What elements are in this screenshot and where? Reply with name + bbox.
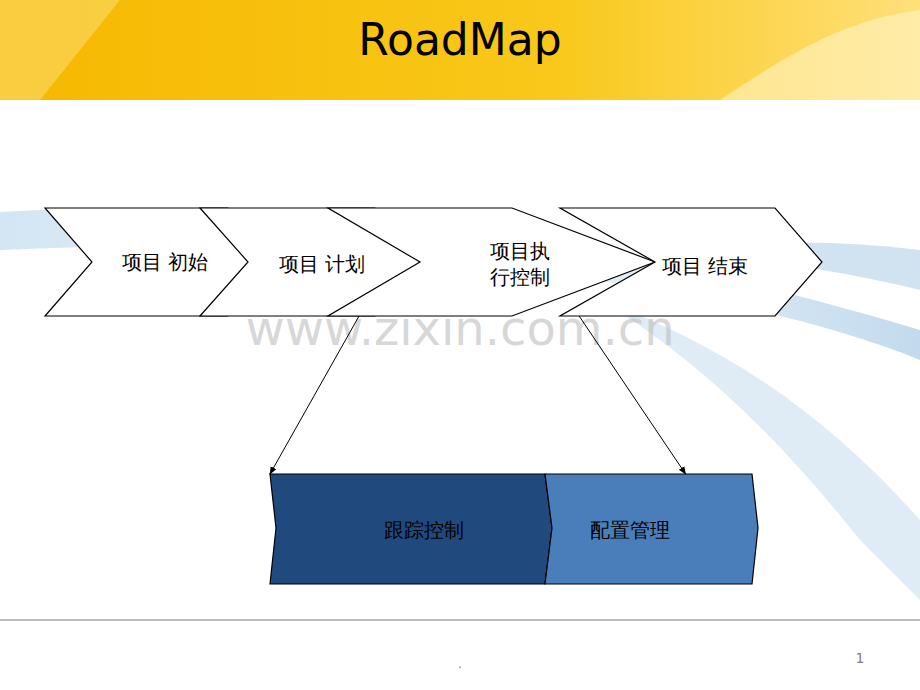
- phase-chevron: 项目 结束: [560, 208, 822, 316]
- node-label: 项目 初始: [120, 249, 210, 275]
- node-shape: [560, 208, 822, 316]
- footer-rule: [0, 619, 920, 621]
- slide-title: RoadMap: [0, 14, 920, 65]
- node-shape: [545, 474, 758, 584]
- node-label: 项目执 行控制: [475, 238, 565, 290]
- header-accent: [0, 0, 120, 100]
- header-accent: [720, 10, 920, 100]
- activity-band: 跟踪控制: [270, 474, 552, 584]
- node-label: 项目 结束: [660, 253, 750, 279]
- node-label: 项目 计划: [277, 251, 367, 277]
- header-band: [0, 0, 920, 100]
- background-swoosh: [0, 208, 920, 360]
- page-number: 1: [856, 650, 865, 666]
- node-label: 配置管理: [585, 517, 675, 543]
- footer-mark: .: [458, 657, 462, 671]
- node-label: 跟踪控制: [379, 517, 469, 543]
- activity-band: 配置管理: [545, 474, 758, 584]
- node-shape: [270, 474, 552, 584]
